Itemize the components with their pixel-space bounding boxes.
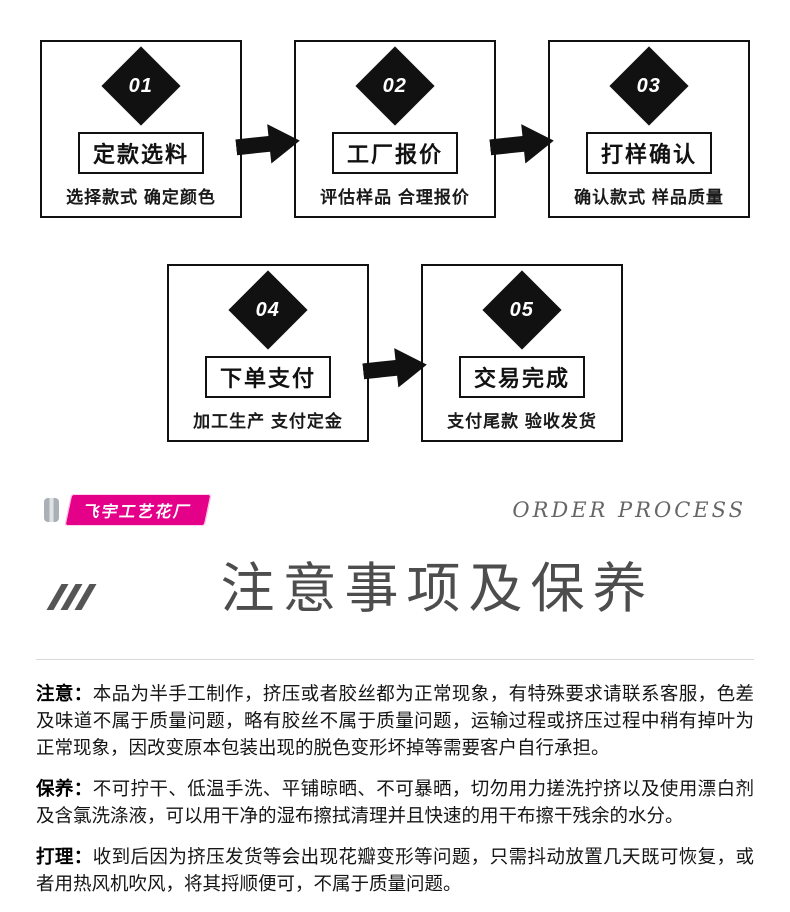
right-arrow-icon bbox=[234, 119, 302, 169]
note-text: 收到后因为挤压发货等会出现花瓣变形等问题，只需抖动放置几天既可恢复，或者用热风机… bbox=[36, 846, 754, 894]
step-number: 03 bbox=[636, 74, 662, 97]
brand-name-badge: 飞宇工艺花厂 bbox=[64, 494, 212, 526]
brand-name: 飞宇工艺花厂 bbox=[81, 504, 194, 521]
right-arrow-icon bbox=[361, 343, 429, 393]
step-number: 01 bbox=[128, 74, 154, 97]
step-title: 工厂报价 bbox=[331, 132, 458, 174]
step-title: 打样确认 bbox=[585, 132, 712, 174]
note-label: 打理： bbox=[36, 846, 93, 867]
step-title: 交易完成 bbox=[458, 356, 585, 398]
order-process-watermark: ORDER PROCESS bbox=[512, 498, 746, 522]
brand-chip-icon bbox=[44, 498, 59, 522]
note-text: 不可拧干、低温手洗、平铺晾晒、不可暴晒，切勿用力搓洗拧挤以及使用漂白剂及含氯洗涤… bbox=[36, 778, 754, 826]
step-title: 定款选料 bbox=[77, 132, 204, 174]
brand-row: 飞宇工艺花厂 ORDER PROCESS bbox=[0, 494, 790, 526]
note-label: 保养： bbox=[36, 778, 93, 799]
note-care: 保养：不可拧干、低温手洗、平铺晾晒、不可暴晒，切勿用力搓洗拧挤以及使用漂白剂及含… bbox=[36, 775, 754, 829]
step-subtitle: 选择款式 确定颜色 bbox=[66, 188, 216, 207]
brand-logo: 飞宇工艺花厂 bbox=[44, 494, 212, 526]
process-step-2: 02 工厂报价 评估样品 合理报价 bbox=[294, 40, 496, 218]
notes-section: 注意：本品为半手工制作，挤压或者胶丝都为正常现象，有特殊要求请联系客服，色差及味… bbox=[0, 660, 790, 897]
process-flow-row-2: 04 下单支付 加工生产 支付定金 05 交易完成 支付尾款 验收发货 bbox=[0, 264, 790, 442]
step-number-badge: 05 bbox=[482, 270, 562, 350]
step-number-badge: 02 bbox=[355, 46, 435, 126]
right-arrow-icon bbox=[488, 119, 556, 169]
note-caution: 注意：本品为半手工制作，挤压或者胶丝都为正常现象，有特殊要求请联系客服，色差及味… bbox=[36, 680, 754, 761]
step-subtitle: 确认款式 样品质量 bbox=[574, 188, 724, 207]
note-text: 本品为半手工制作，挤压或者胶丝都为正常现象，有特殊要求请联系客服，色差及味道不属… bbox=[36, 683, 754, 758]
step-number: 04 bbox=[255, 298, 281, 321]
process-step-1: 01 定款选料 选择款式 确定颜色 bbox=[40, 40, 242, 218]
section-title: 注意事项及保养 bbox=[220, 559, 655, 619]
section-title-row: 注意事项及保养 bbox=[0, 544, 790, 623]
process-step-3: 03 打样确认 确认款式 样品质量 bbox=[548, 40, 750, 218]
process-flow-row-1: 01 定款选料 选择款式 确定颜色 02 工厂报价 评估样品 合理报价 03 打… bbox=[0, 0, 790, 218]
step-number-badge: 03 bbox=[609, 46, 689, 126]
step-number: 02 bbox=[382, 74, 408, 97]
divider-line bbox=[36, 659, 754, 660]
step-number: 05 bbox=[509, 298, 535, 321]
step-title: 下单支付 bbox=[204, 356, 331, 398]
step-number-badge: 01 bbox=[101, 46, 181, 126]
step-number-badge: 04 bbox=[228, 270, 308, 350]
process-step-4: 04 下单支付 加工生产 支付定金 bbox=[167, 264, 369, 442]
note-label: 注意： bbox=[36, 683, 93, 704]
step-subtitle: 支付尾款 验收发货 bbox=[447, 412, 597, 431]
step-subtitle: 加工生产 支付定金 bbox=[193, 412, 343, 431]
note-handling: 打理：收到后因为挤压发货等会出现花瓣变形等问题，只需抖动放置几天既可恢复，或者用… bbox=[36, 843, 754, 897]
step-subtitle: 评估样品 合理报价 bbox=[320, 188, 470, 207]
process-step-5: 05 交易完成 支付尾款 验收发货 bbox=[421, 264, 623, 442]
